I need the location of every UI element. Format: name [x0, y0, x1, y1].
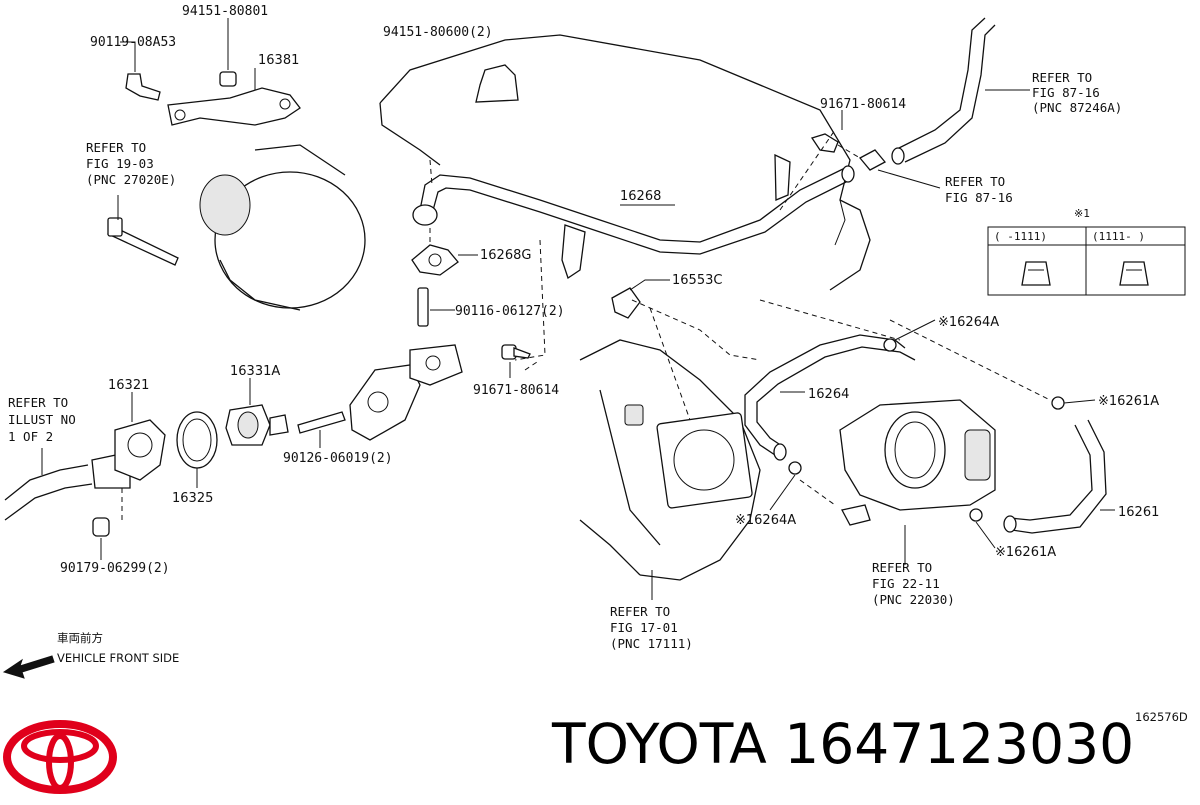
part-number: 1647123030 [784, 712, 1135, 776]
clip-old-icon [1021, 261, 1051, 286]
note-fig87-16-line2: FIG 87-16 [945, 190, 1013, 205]
label-16264a-bot: ※16264A [735, 513, 796, 528]
note-illust-line3: 1 OF 2 [8, 429, 53, 444]
label-16325: 16325 [172, 491, 213, 506]
hose-16261 [1003, 419, 1107, 534]
clamp-16261a-bot [969, 508, 996, 549]
note-fig17-01-line3: (PNC 17111) [610, 636, 693, 651]
variant-table-marker: ※1 [1074, 207, 1090, 220]
label-16264a-top: ※16264A [938, 315, 999, 330]
intake-manifold-outline [379, 34, 871, 291]
label-16268: 16268 [620, 189, 661, 204]
label-94151-80801: 94151-80801 [182, 4, 268, 19]
note-fig17-01-line1: REFER TO [610, 604, 670, 619]
label-16261a-top: ※16261A [1098, 394, 1159, 409]
note-fig87-16-pnc-line2: FIG 87-16 [1032, 85, 1100, 100]
label-16268g: 16268G [480, 248, 531, 263]
note-illust-line1: REFER TO [8, 395, 68, 410]
clip-87-16 [858, 149, 941, 189]
alternator-body [199, 144, 366, 311]
brand-name: TOYOTA [552, 712, 767, 776]
bolt-91671-80614-mid [501, 344, 531, 378]
pipe-16268 [412, 153, 855, 280]
gasket-16325 [176, 411, 218, 469]
clamp-16261a-top [1051, 396, 1096, 410]
label-16321: 16321 [108, 378, 149, 393]
water-outlet-16321 [91, 419, 166, 489]
footer-title: TOYOTA 1647123030 [552, 712, 1192, 792]
throttle-body-22030 [839, 399, 996, 526]
note-fig87-16-pnc-line3: (PNC 87246A) [1032, 100, 1122, 115]
direction-japanese: 車両前方 [57, 631, 103, 645]
note-fig87-16-pnc-line1: REFER TO [1032, 70, 1092, 85]
note-fig19-03-line2: FIG 19-03 [86, 156, 154, 171]
direction-english: VEHICLE FRONT SIDE [57, 651, 179, 665]
dashed-routes [121, 129, 1051, 520]
clamp-16553c [611, 279, 670, 319]
bolt-90119-08a53 [120, 41, 161, 101]
left-hose [4, 464, 93, 521]
stud-90116-06127 [417, 287, 455, 327]
label-16264: 16264 [808, 387, 849, 402]
label-16553c: 16553C [672, 273, 722, 288]
nut-94151-80801 [219, 18, 237, 87]
variant-table [987, 226, 1186, 296]
label-16331a: 16331A [230, 364, 280, 379]
note-fig19-03-line3: (PNC 27020E) [86, 172, 176, 187]
long-bolt [107, 217, 179, 266]
label-90119-08a53: 90119-08A53 [90, 35, 176, 50]
illustration-code: 162576D [1135, 710, 1188, 724]
label-91671-80614-top: 91671-80614 [820, 97, 906, 112]
label-90126-06019: 90126-06019(2) [283, 451, 393, 466]
thermostat-16331a [225, 404, 289, 446]
clip-new-icon [1119, 261, 1149, 286]
label-91671-80614-mid: 91671-80614 [473, 383, 559, 398]
note-fig22-11-line3: (PNC 22030) [872, 592, 955, 607]
upper-right-hose [891, 17, 996, 165]
nut-90179-06299 [92, 517, 110, 560]
label-90116-06127: 90116-06127(2) [455, 304, 565, 319]
vehicle-front-arrow-icon [2, 655, 55, 679]
note-fig19-03-line1: REFER TO [86, 140, 146, 155]
gasket-16268g [411, 228, 478, 276]
stud-90126-06019 [297, 411, 346, 448]
label-16261a-bot: ※16261A [995, 545, 1056, 560]
label-94151-80600: 94151-80600(2) [383, 25, 493, 40]
intake-assembly [579, 339, 761, 581]
bolt-91671-80614-top [810, 110, 843, 153]
label-16381: 16381 [258, 53, 299, 68]
note-fig22-11-line2: FIG 22-11 [872, 576, 940, 591]
note-fig87-16-line1: REFER TO [945, 174, 1005, 189]
bracket-16381 [167, 87, 301, 126]
note-fig22-11-line1: REFER TO [872, 560, 932, 575]
note-fig17-01-line2: FIG 17-01 [610, 620, 678, 635]
dash-top-bolt [837, 144, 861, 159]
clamp-16264a-bot [769, 461, 802, 511]
clamp-16264a-top [883, 319, 936, 352]
label-16261: 16261 [1118, 505, 1159, 520]
note-illust-line2: ILLUST NO [8, 412, 76, 427]
flange-housing [349, 344, 463, 441]
variant-col-before: ( -1111) [994, 230, 1047, 243]
toyota-logo [3, 720, 117, 794]
variant-col-after: (1111- ) [1092, 230, 1145, 243]
label-90179-06299: 90179-06299(2) [60, 561, 170, 576]
dash-mid-bolt [514, 239, 546, 361]
